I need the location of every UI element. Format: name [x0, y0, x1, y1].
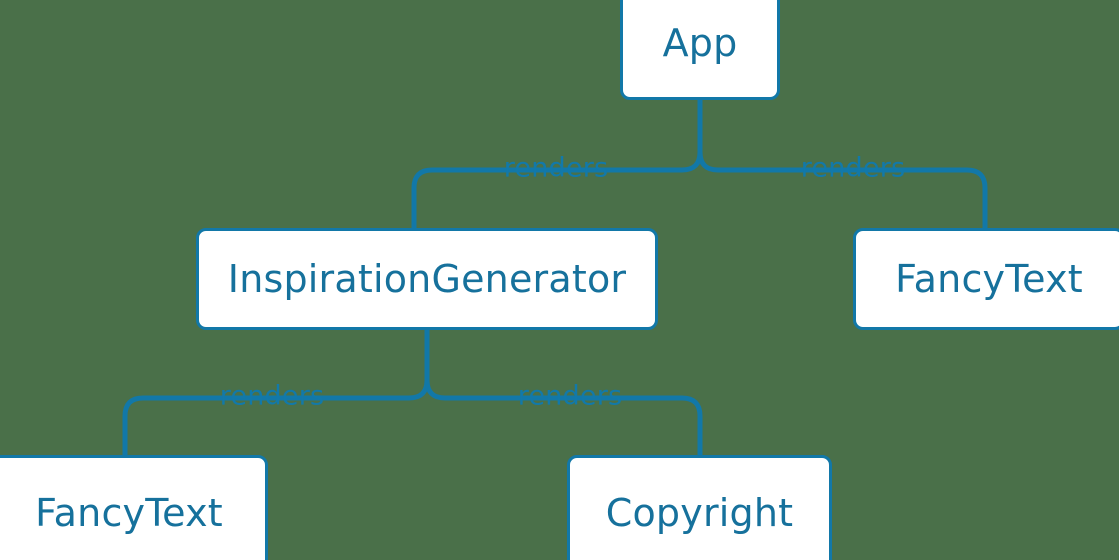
- node-inspiration-generator[interactable]: InspirationGenerator: [196, 228, 658, 330]
- edge-label-app-to-inspiration-generator: renders: [503, 152, 609, 184]
- node-app-label: App: [662, 21, 738, 65]
- edge-label-app-to-fancytext-right: renders: [800, 152, 906, 184]
- node-fancytext-bottom-label: FancyText: [35, 490, 223, 535]
- node-fancytext-right-label: FancyText: [895, 257, 1083, 301]
- edge-label-inspiration-generator-to-copyright: renders: [517, 380, 623, 412]
- node-copyright[interactable]: Copyright: [567, 455, 832, 560]
- node-app[interactable]: App: [620, 0, 780, 100]
- edge-label-inspiration-generator-to-fancytext-bottom: renders: [219, 380, 325, 412]
- node-fancytext-right[interactable]: FancyText: [853, 228, 1119, 330]
- node-copyright-label: Copyright: [605, 490, 794, 535]
- node-fancytext-bottom[interactable]: FancyText: [0, 455, 268, 560]
- node-inspiration-generator-label: InspirationGenerator: [227, 257, 627, 301]
